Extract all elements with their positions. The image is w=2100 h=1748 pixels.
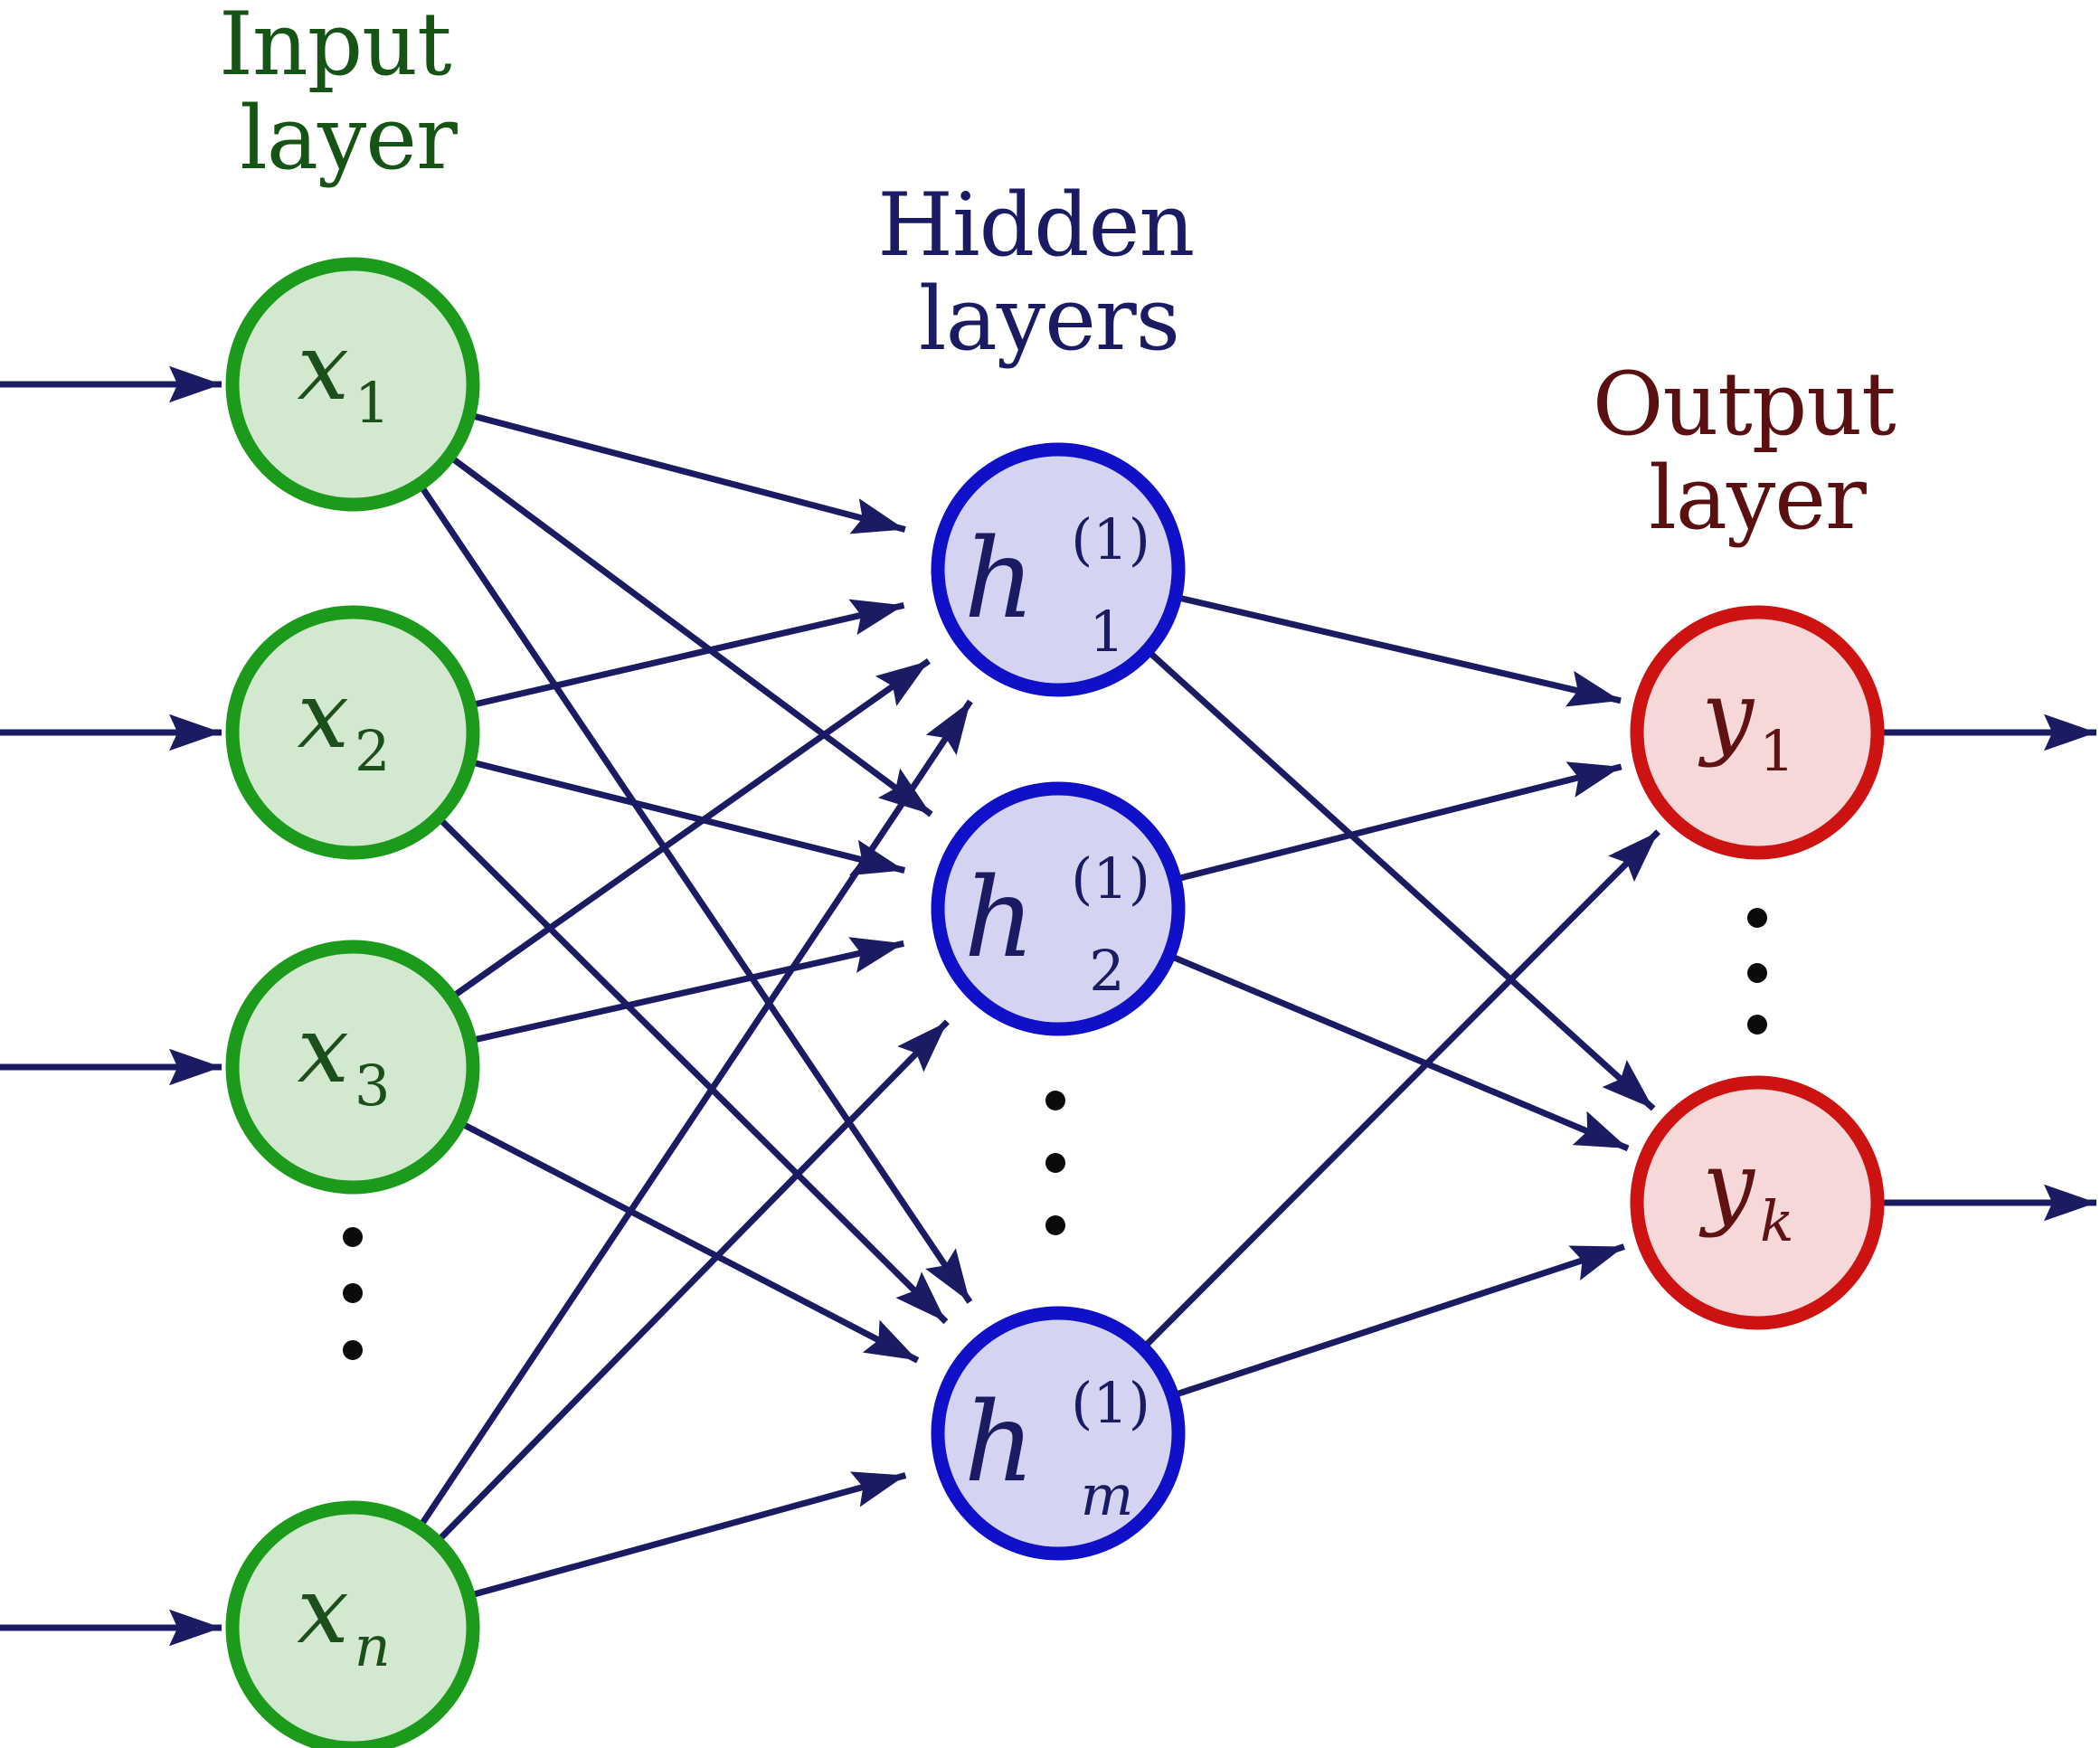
edge-xn-h1: [417, 699, 973, 1528]
edge-xn-hm: [469, 1471, 907, 1599]
input-ellipsis-dot-3: [343, 1340, 363, 1360]
input-layer-title: Input layer: [219, 0, 478, 189]
node-label-yk: yk: [1698, 1132, 1793, 1254]
node-x2: [225, 605, 480, 860]
edges-group: [417, 411, 1661, 1599]
edge-h2-yk: [1169, 953, 1630, 1152]
node-hm: [931, 1306, 1186, 1561]
node-label-h1-base: h: [964, 515, 1036, 643]
input-ellipsis-dot-2: [343, 1283, 363, 1303]
edge-hm-y1: [1141, 829, 1661, 1349]
input-layer-title-line1: Input: [219, 0, 451, 95]
edge-x2-hm: [437, 816, 949, 1325]
input-layer-title-line2: layer: [240, 88, 458, 189]
node-label-hm-subscript: m: [1081, 1462, 1134, 1528]
edge-x1-h1: [469, 411, 906, 534]
edge-x2-h2: [470, 759, 906, 876]
node-label-x3: x3: [298, 997, 391, 1119]
hidden-ellipsis-dot-2: [1045, 1153, 1065, 1173]
node-label-x1: x1: [298, 314, 391, 436]
node-h2: [931, 781, 1186, 1036]
external-arrows-group: [0, 365, 2096, 1647]
edge-x3-h1: [450, 657, 931, 1000]
hidden-layers-title-line1: Hidden: [877, 175, 1194, 276]
hidden-ellipsis-dot-1: [1045, 1091, 1065, 1110]
node-y1: [1630, 605, 1885, 860]
edge-x1-hm: [418, 484, 973, 1304]
edge-h2-y1: [1176, 761, 1622, 883]
edge-x1-h2: [449, 454, 933, 817]
node-label-y1: y1: [1698, 662, 1794, 784]
node-xn: [225, 1500, 480, 1748]
node-label-xn: xn: [297, 1557, 390, 1679]
node-label-hm-base: h: [964, 1378, 1036, 1507]
node-x3: [225, 940, 480, 1195]
output-layer-title-line2: layer: [1649, 448, 1867, 549]
node-yk: [1630, 1075, 1885, 1330]
output-ellipsis-dot-1: [1747, 908, 1767, 928]
edge-h1-yk: [1146, 649, 1656, 1111]
node-label-hm-superscript: (1): [1071, 1370, 1150, 1436]
node-label-h1-subscript: 1: [1089, 599, 1124, 665]
hidden-layers-title: Hidden layers: [877, 175, 1220, 370]
hidden-layers-title-line2: layers: [919, 269, 1179, 370]
edge-x3-h2: [470, 937, 905, 1044]
edge-x2-h1: [470, 599, 905, 709]
node-h1: [931, 442, 1186, 697]
output-layer-title-line1: Output: [1593, 354, 1896, 455]
node-label-h2-superscript: (1): [1071, 846, 1150, 912]
ellipsis-dots-group: [343, 908, 1767, 1360]
hidden-ellipsis-dot-3: [1045, 1215, 1065, 1235]
input-ellipsis-dot-1: [343, 1227, 363, 1247]
edge-hm-yk: [1173, 1243, 1625, 1399]
node-x1: [225, 257, 480, 512]
output-ellipsis-dot-3: [1747, 1015, 1767, 1035]
output-layer-title: Output layer: [1593, 354, 1922, 549]
output-ellipsis-dot-2: [1747, 963, 1767, 983]
node-label-h1-superscript: (1): [1071, 506, 1150, 572]
node-label-h2-subscript: 2: [1089, 938, 1124, 1004]
edge-x3-hm: [459, 1120, 920, 1364]
edge-xn-h2: [436, 1019, 950, 1544]
edge-h1-y1: [1176, 594, 1622, 707]
node-label-h2-base: h: [964, 854, 1036, 982]
node-label-x2: x2: [298, 662, 391, 784]
